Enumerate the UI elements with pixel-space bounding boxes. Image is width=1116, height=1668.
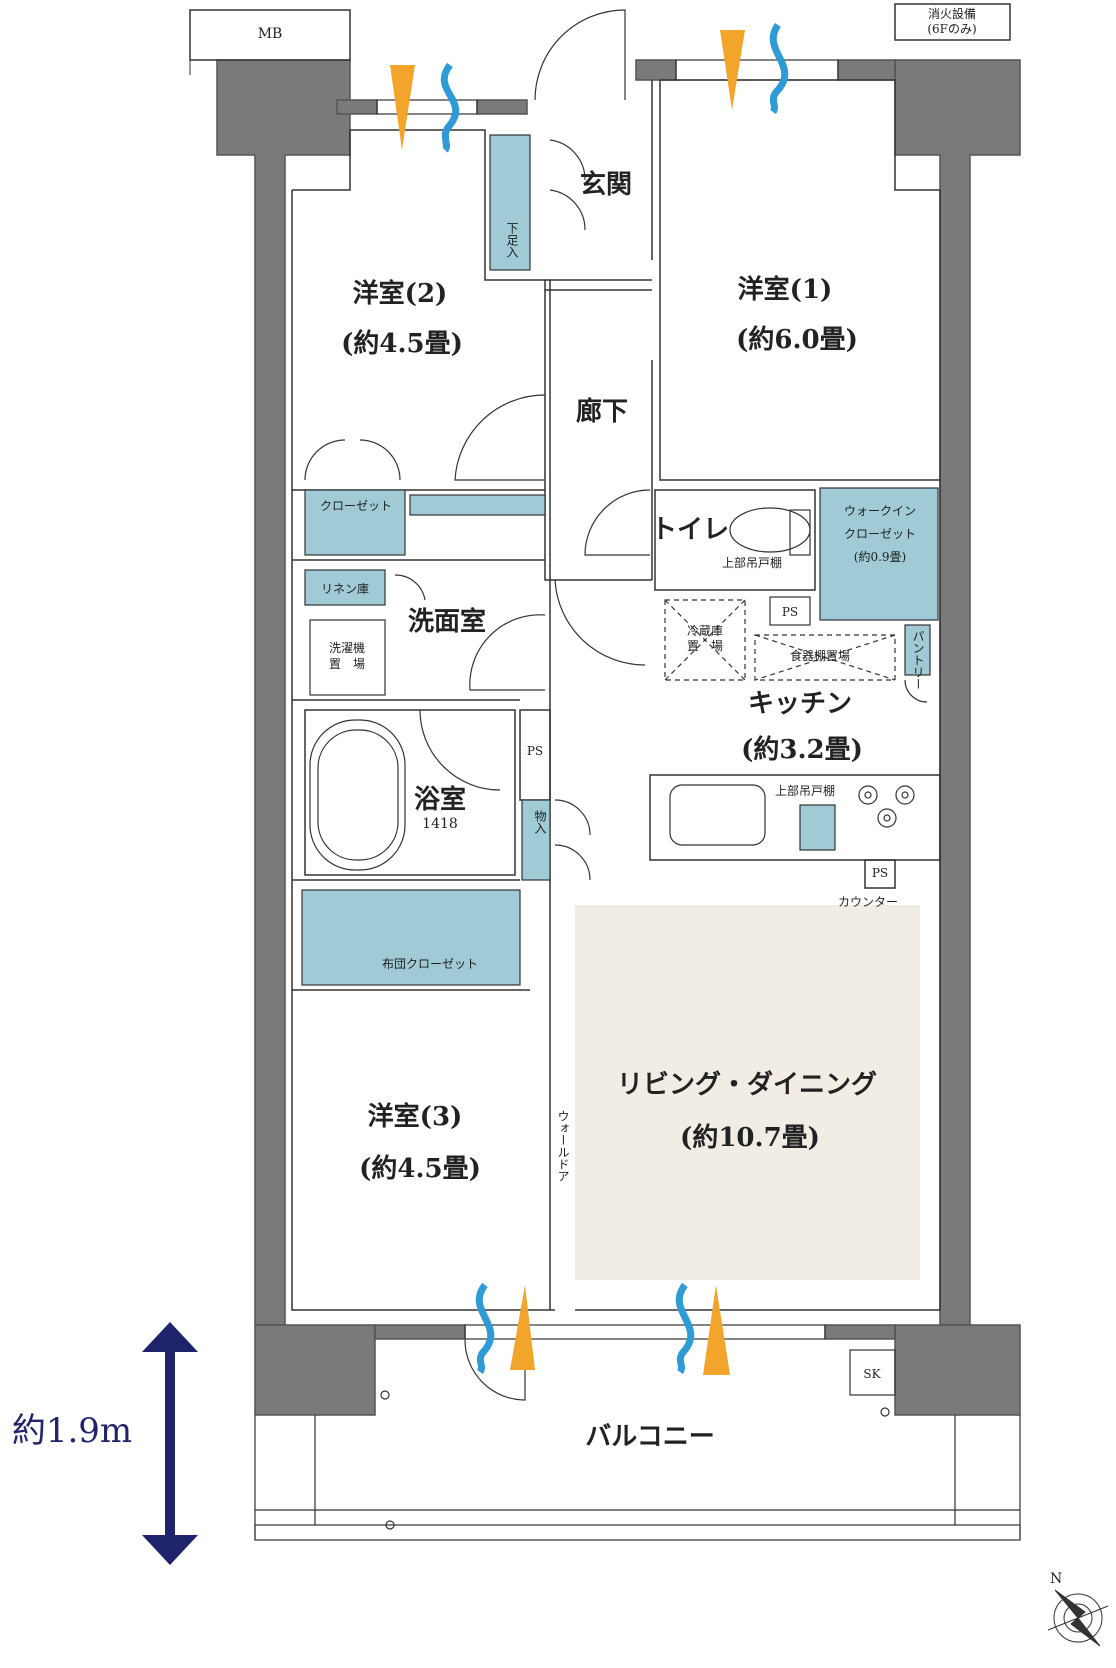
fire-equipment-note: (6Fのみ) — [927, 22, 976, 36]
pantry-label: パントリー — [911, 630, 925, 690]
dish-shelf-label: 食器棚置場 — [790, 648, 850, 663]
wind-orange-icon — [510, 1285, 535, 1370]
western3-name: 洋室(3) — [368, 1101, 463, 1132]
ld-name: リビング・ダイニング — [617, 1069, 877, 1100]
fridge-place-label: 置 場 — [687, 639, 723, 653]
upper-cabinet-kitchen-label: 上部吊戸棚 — [775, 783, 835, 798]
western2-area: (約4.5畳) — [341, 328, 463, 359]
ld-floor — [575, 905, 920, 1280]
wind-blue-icon — [440, 62, 460, 153]
ps-label-3: PS — [872, 866, 888, 880]
western2-name: 洋室(2) — [353, 278, 448, 309]
fixtures — [309, 507, 915, 1396]
structure — [216, 59, 1021, 1416]
closet-label: クローゼット — [320, 499, 392, 513]
wind-blue-icon — [769, 22, 789, 115]
washer-place-label: 置 場 — [329, 657, 365, 671]
shoe-box-label: 下足入 — [505, 222, 519, 258]
storage-label: 物入 — [533, 810, 547, 834]
ps-label-2: PS — [782, 605, 798, 619]
compass-icon — [1047, 1589, 1109, 1647]
sk-label: SK — [863, 1367, 881, 1381]
counter-label: カウンター — [838, 895, 898, 909]
ld-area: (約10.7畳) — [680, 1122, 820, 1153]
fire-equipment-label: 消火設備 — [928, 6, 976, 21]
mb-box — [189, 9, 351, 61]
kitchen-name: キッチン — [748, 689, 852, 719]
toilet-bowl — [729, 507, 811, 553]
stove — [858, 785, 915, 828]
western1-name: 洋室(1) — [738, 274, 833, 305]
western1-area: (約6.0畳) — [736, 324, 858, 355]
entrance-label: 玄関 — [580, 169, 632, 200]
washroom-label: 洗面室 — [408, 606, 486, 637]
washer-space — [309, 619, 386, 696]
balcony-label: バルコニー — [585, 1422, 714, 1452]
compass-north-label: N — [1050, 1571, 1062, 1587]
wic-label-1: ウォークイン — [844, 504, 916, 518]
wall-door-label: ウォールドア — [556, 1110, 570, 1182]
futon-closet-label: 布団クローゼット — [382, 957, 478, 971]
ventilation-marks — [390, 22, 789, 1375]
fridge-label: 冷蔵庫 — [687, 624, 723, 638]
interior-walls — [291, 79, 941, 1311]
mb-label: MB — [258, 26, 283, 42]
linen-label: リネン庫 — [321, 582, 369, 596]
windows — [376, 59, 839, 1340]
wic-label-2: クローゼット — [844, 527, 916, 541]
wind-blue-icon — [475, 1282, 495, 1375]
wind-blue-icon — [675, 1282, 695, 1375]
balcony — [254, 1390, 1021, 1541]
wic-label-3: (約0.9畳) — [854, 549, 906, 564]
kitchen-area: (約3.2畳) — [741, 734, 863, 765]
wind-orange-icon — [703, 1285, 730, 1375]
bath-label: 浴室 — [414, 784, 466, 815]
door-swings — [304, 9, 928, 1401]
bath-size: 1418 — [422, 816, 458, 832]
hallway-label: 廊下 — [576, 396, 628, 427]
western3-area: (約4.5畳) — [359, 1153, 481, 1184]
toilet-label: トイレ — [651, 515, 729, 545]
ps-label-1: PS — [527, 744, 543, 758]
wind-orange-icon — [720, 30, 745, 110]
fire-equipment-box — [894, 3, 1011, 41]
kitchen-sink — [669, 784, 766, 846]
storage-fills — [301, 134, 939, 986]
dimension-arrow — [142, 1322, 198, 1565]
upper-cabinet-label: 上部吊戸棚 — [722, 555, 782, 570]
bathtub — [309, 719, 406, 871]
wind-orange-icon — [390, 65, 415, 150]
washer-label: 洗濯機 — [329, 640, 365, 655]
dimension-label: 約1.9m — [12, 1411, 132, 1451]
